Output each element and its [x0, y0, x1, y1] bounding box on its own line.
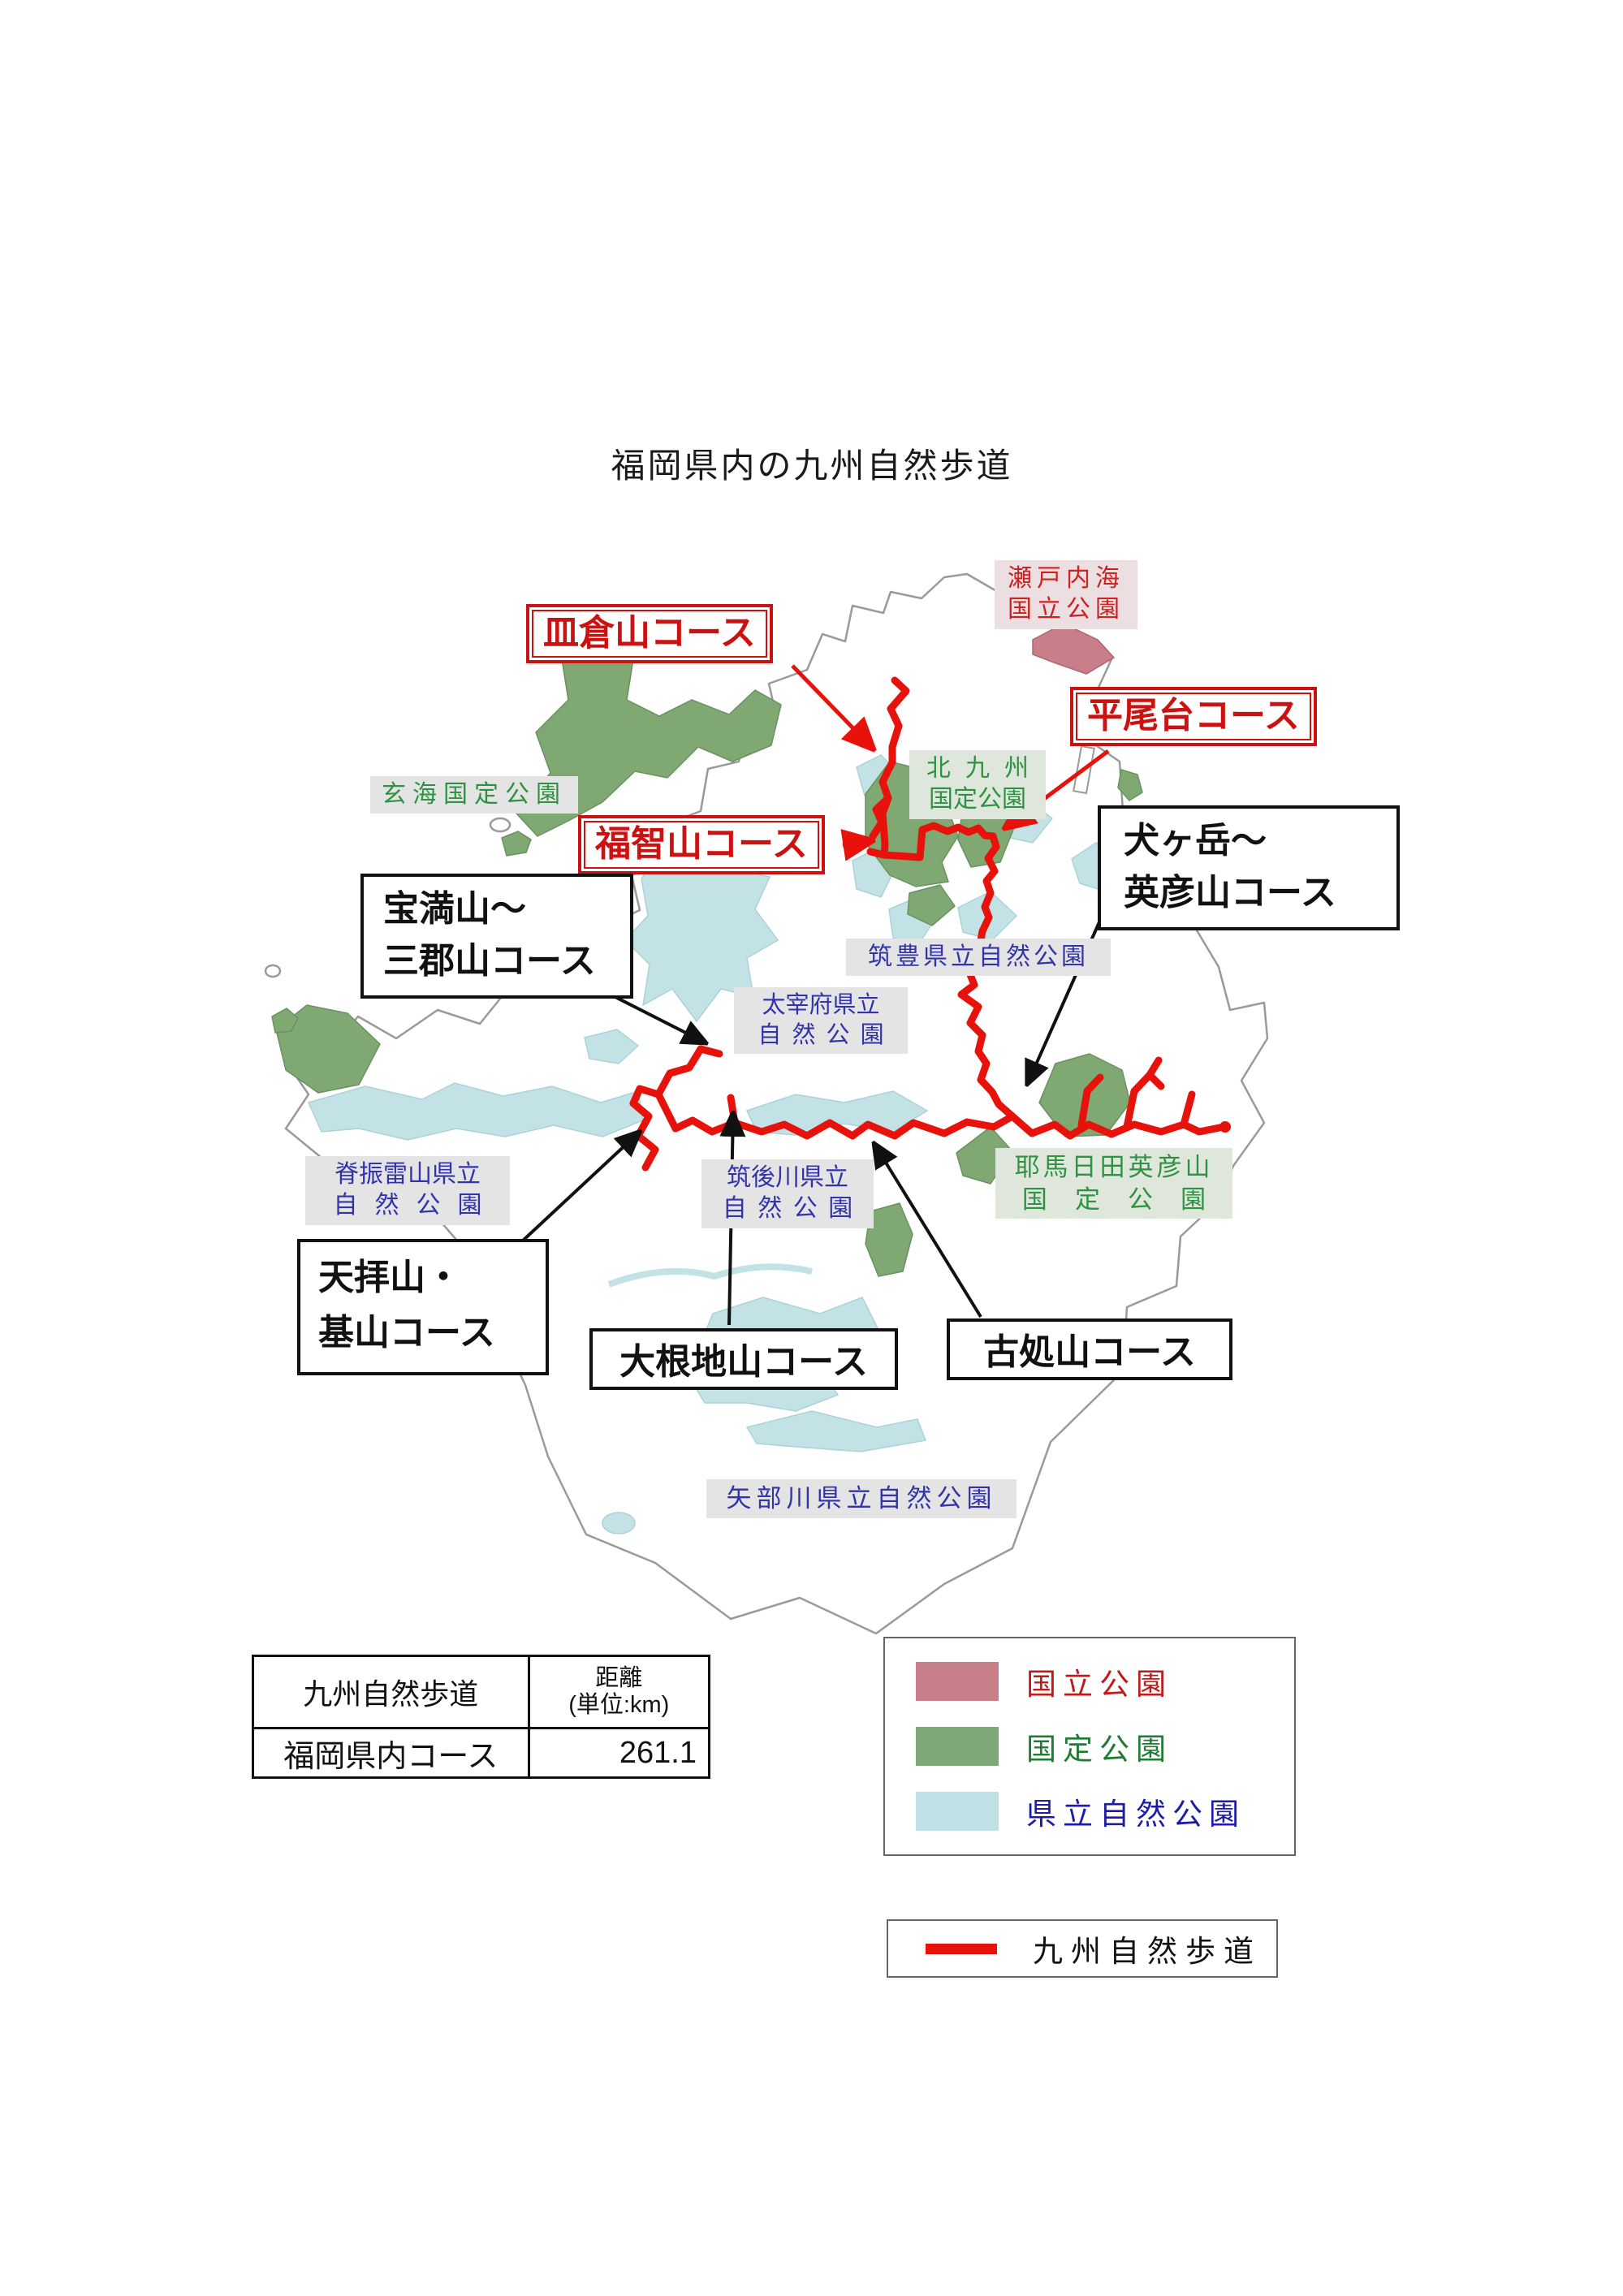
table-header-distance-line: 距離 — [595, 1664, 643, 1691]
park-label-line: 自然公園 — [758, 1022, 895, 1049]
course-label-line: 三郡山コース — [383, 940, 596, 981]
quasi-national-park-swatch — [916, 1727, 999, 1766]
national-park-swatch — [916, 1662, 999, 1701]
park-label-line: 太宰府県立 — [762, 992, 880, 1018]
park-label-sefuri: 脊振雷山県立 自然公園 — [305, 1156, 510, 1225]
legend-label: 県立自然公園 — [1026, 1798, 1245, 1831]
course-label-sarakurayama: 皿倉山コース — [526, 604, 773, 663]
course-label-line: 犬ヶ岳～ — [1124, 821, 1267, 861]
park-label-line: 玄海国定公園 — [382, 781, 567, 808]
prefectural-park-swatch — [916, 1792, 999, 1831]
park-label-line: 自然公園 — [333, 1192, 499, 1219]
park-label-line: 自然公園 — [722, 1195, 864, 1223]
legend-row-quasi-national-park: 国定公園 — [916, 1724, 1294, 1768]
table-header-distance-unit: (単位:km) — [568, 1692, 670, 1718]
course-label-homanzan-sangunsan: 宝満山～ 三郡山コース — [360, 874, 633, 999]
course-label-text: 福智山コース — [584, 821, 819, 869]
legend-label: 国立公園 — [1026, 1668, 1172, 1701]
trail-legend: 九州自然歩道 — [887, 1919, 1278, 1978]
trail-legend-label: 九州自然歩道 — [1033, 1935, 1262, 1968]
park-label-line: 耶馬日田英彦山 — [1014, 1153, 1214, 1181]
course-label-fukuchiyama: 福智山コース — [578, 815, 825, 874]
park-label-line: 筑後川県立 — [727, 1164, 848, 1191]
park-label-line: 筑豊県立自然公園 — [868, 943, 1089, 970]
park-label-chikuho: 筑豊県立自然公園 — [846, 939, 1111, 977]
park-label-line: 矢部川県立自然公園 — [726, 1484, 997, 1513]
course-label-text: 皿倉山コース — [532, 610, 767, 658]
page-title: 福岡県内の九州自然歩道 — [611, 447, 1013, 485]
table-cell-distance-value: 261.1 — [527, 1727, 711, 1779]
course-label-text: 古処山コース — [983, 1332, 1196, 1372]
table-header-trail: 九州自然歩道 — [252, 1655, 530, 1729]
course-label-text: 大根地山コース — [619, 1342, 868, 1382]
course-label-line: 英彦山コース — [1124, 872, 1336, 913]
legend-row-national-park: 国立公園 — [916, 1659, 1294, 1703]
course-label-line: 基山コース — [318, 1313, 495, 1353]
park-label-yabegawa: 矢部川県立自然公園 — [706, 1479, 1017, 1518]
park-label-line: 国定公園 — [929, 786, 1026, 814]
park-label-line: 北九州 — [926, 755, 1043, 782]
table-header-row: 九州自然歩道 距離 (単位:km) — [252, 1655, 711, 1729]
park-label-line: 脊振雷山県立 — [335, 1161, 481, 1188]
course-label-onejiyama: 大根地山コース — [589, 1328, 898, 1390]
table-header-distance: 距離 (単位:km) — [527, 1655, 711, 1729]
legend-label: 国定公園 — [1026, 1733, 1172, 1766]
park-label-line: 国定公園 — [1021, 1185, 1234, 1214]
park-label-line: 国立公園 — [1008, 596, 1124, 624]
park-label-chikugogawa: 筑後川県立 自然公園 — [701, 1159, 874, 1228]
park-label-setonaikai: 瀬戸内海 国立公園 — [995, 560, 1137, 629]
course-label-text: 平尾台コース — [1076, 693, 1311, 740]
course-label-hiraodai: 平尾台コース — [1070, 687, 1317, 746]
park-label-kitakyushu: 北九州 国定公園 — [909, 750, 1046, 819]
distance-table: 九州自然歩道 距離 (単位:km) 福岡県内コース 261.1 — [252, 1655, 711, 1779]
table-row: 福岡県内コース 261.1 — [252, 1727, 711, 1779]
course-label-line: 宝満山～ — [383, 889, 526, 929]
course-label-koshosan: 古処山コース — [947, 1318, 1232, 1380]
legend-row-prefectural-park: 県立自然公園 — [916, 1789, 1294, 1833]
course-label-inugatake-hikosan: 犬ヶ岳～ 英彦山コース — [1098, 805, 1400, 930]
park-label-genkai: 玄海国定公園 — [370, 776, 578, 814]
table-cell-course-name: 福岡県内コース — [252, 1727, 530, 1779]
course-label-tenpaizan-kizan: 天拝山・ 基山コース — [297, 1239, 549, 1375]
trail-line-sample — [926, 1943, 997, 1954]
park-label-line: 瀬戸内海 — [1008, 565, 1124, 592]
course-label-line: 天拝山・ — [318, 1258, 461, 1297]
park-label-yabahita: 耶馬日田英彦山 国定公園 — [995, 1148, 1232, 1219]
park-label-dazaifu: 太宰府県立 自然公園 — [734, 987, 908, 1055]
park-legend: 国立公園 国定公園 県立自然公園 — [883, 1637, 1296, 1856]
